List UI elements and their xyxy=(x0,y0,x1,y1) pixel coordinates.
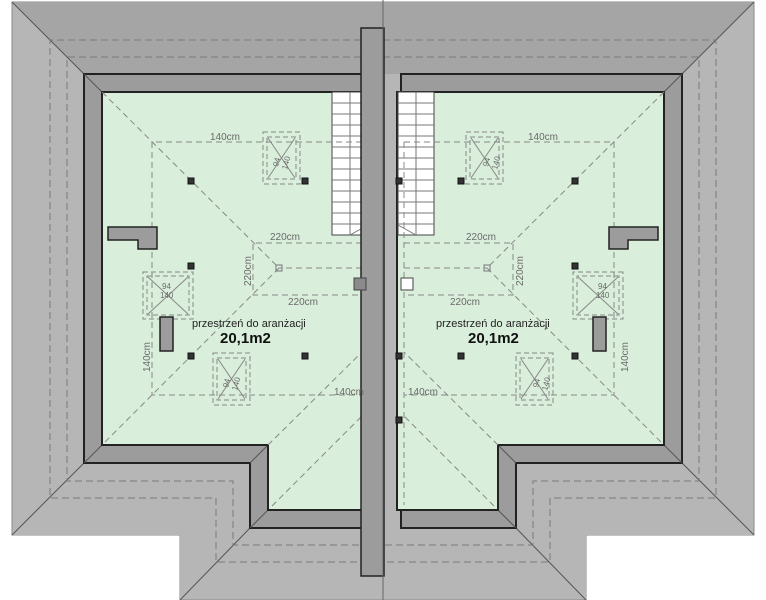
room-label: przestrzeń do aranżacji xyxy=(436,318,550,330)
vent-left xyxy=(353,277,367,291)
window-height: 140 xyxy=(160,291,174,300)
vent-right xyxy=(400,277,414,291)
left-unit xyxy=(11,1,384,600)
dim-inner-bottom: 220cm xyxy=(288,297,318,308)
dim-inner-top: 220cm xyxy=(466,232,496,243)
dim-bottom: 140cm xyxy=(334,387,364,398)
dim-inner-side: 220cm xyxy=(515,256,526,286)
window-height: 140 xyxy=(490,155,502,171)
window-width: 94 xyxy=(531,377,542,388)
party-wall xyxy=(360,27,385,577)
room-label: przestrzeń do aranżacji xyxy=(192,318,306,330)
window-width: 94 xyxy=(598,282,607,291)
dim-side: 140cm xyxy=(142,342,153,372)
right-unit xyxy=(382,1,755,600)
dim-top: 140cm xyxy=(210,132,240,143)
dim-inner-bottom: 220cm xyxy=(450,297,480,308)
dim-inner-top: 220cm xyxy=(270,232,300,243)
dim-bottom: 140cm xyxy=(408,387,438,398)
window-width: 94 xyxy=(271,156,282,167)
dim-inner-side: 220cm xyxy=(243,256,254,286)
room-area: 20,1m2 xyxy=(220,330,271,347)
window-height: 140 xyxy=(596,291,610,300)
window-height: 140 xyxy=(230,376,242,392)
window-width: 94 xyxy=(481,156,492,167)
window-height: 140 xyxy=(540,376,552,392)
window-width: 94 xyxy=(221,377,232,388)
dim-top: 140cm xyxy=(528,132,558,143)
room-area: 20,1m2 xyxy=(468,330,519,347)
window-width: 94 xyxy=(162,282,171,291)
dim-side: 140cm xyxy=(620,342,631,372)
window-height: 140 xyxy=(280,155,292,171)
